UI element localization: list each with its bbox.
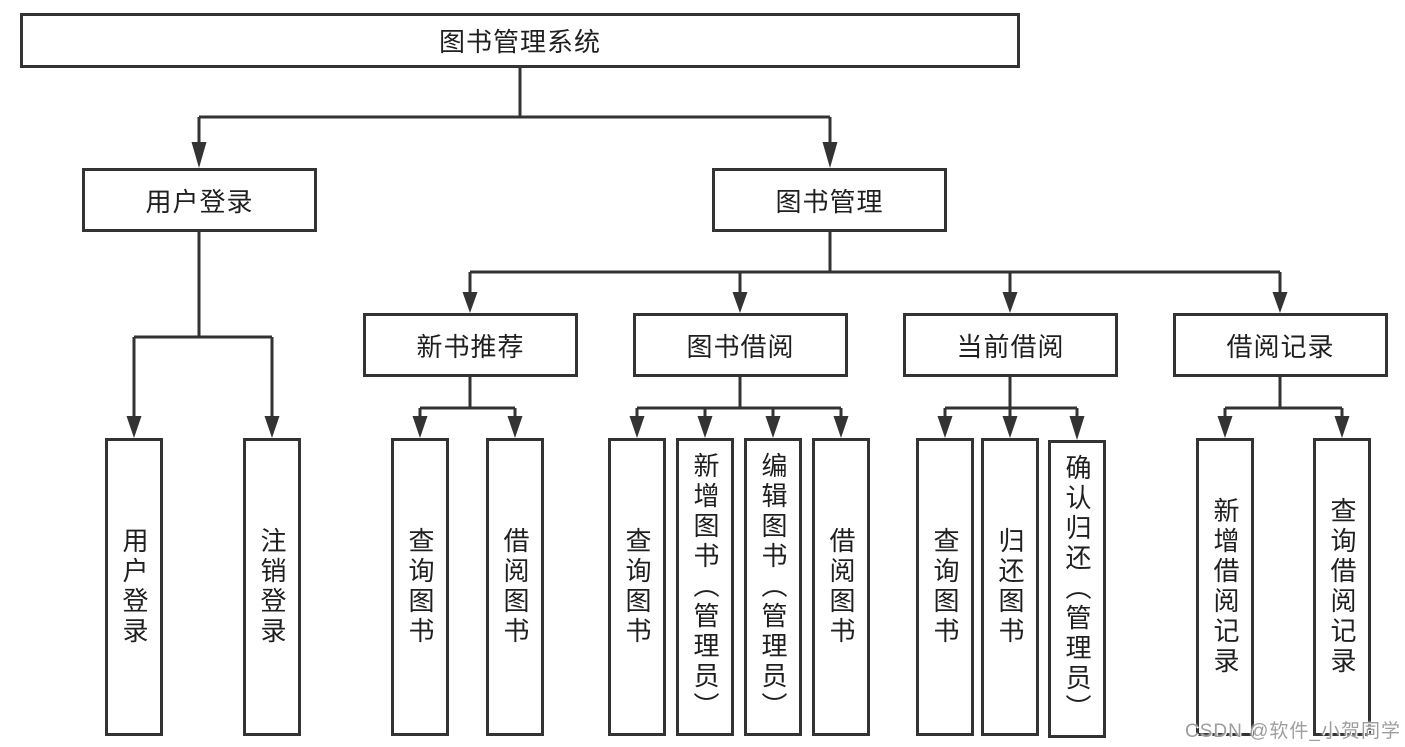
node-book-management: 图书管理 xyxy=(712,168,947,232)
leaf-borrowing-query-books: 查询图书 xyxy=(608,438,666,736)
leaf-current-confirm-return-admin: 确认归还（管理员） xyxy=(1048,440,1106,738)
node-library-management-system: 图书管理系统 xyxy=(20,13,1020,68)
node-book-borrowing: 图书借阅 xyxy=(633,313,848,377)
leaf-recommend-borrow-books: 借阅图书 xyxy=(486,438,544,736)
node-user-login: 用户登录 xyxy=(82,168,317,232)
leaf-current-query-books: 查询图书 xyxy=(916,438,974,736)
csdn-watermark: CSDN @软件_小贺同学 xyxy=(1185,721,1401,742)
node-borrowing-records: 借阅记录 xyxy=(1173,313,1388,377)
node-current-borrowing: 当前借阅 xyxy=(903,313,1118,377)
leaf-borrowing-borrow-books: 借阅图书 xyxy=(812,438,870,736)
leaf-borrowing-edit-books-admin: 编辑图书（管理员） xyxy=(744,438,802,736)
leaf-borrowing-add-books-admin: 新增图书（管理员） xyxy=(676,438,734,736)
leaf-logout: 注销登录 xyxy=(243,438,301,736)
leaf-records-add-record: 新增借阅记录 xyxy=(1196,438,1254,736)
leaf-user-login: 用户登录 xyxy=(105,438,163,736)
leaf-records-query-record: 查询借阅记录 xyxy=(1313,438,1371,736)
node-new-book-recommendation: 新书推荐 xyxy=(363,313,578,377)
leaf-recommend-query-books: 查询图书 xyxy=(391,438,449,736)
leaf-current-return-books: 归还图书 xyxy=(981,438,1039,736)
